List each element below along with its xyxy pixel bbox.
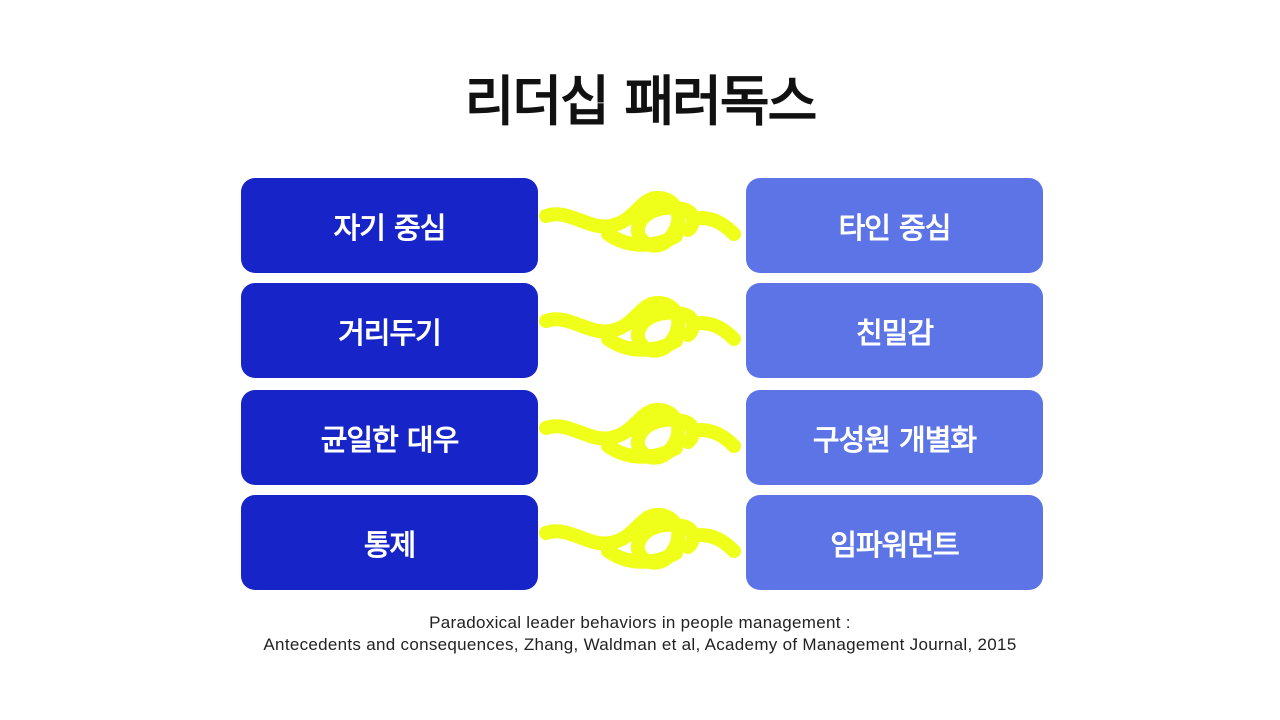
right-concept-label: 친밀감 — [855, 315, 934, 350]
citation-line-2: Antecedents and consequences, Zhang, Wal… — [263, 635, 1017, 654]
left-concept-box: 거리두기 — [241, 283, 538, 378]
left-concept-label: 거리두기 — [338, 315, 442, 350]
left-concept-box: 균일한 대우 — [241, 390, 538, 485]
citation-line-1: Paradoxical leader behaviors in people m… — [429, 613, 851, 632]
left-concept-box: 자기 중심 — [241, 178, 538, 273]
slide-title: 리더십 패러독스 — [464, 70, 818, 133]
knot-icon — [538, 178, 746, 273]
citation: Paradoxical leader behaviors in people m… — [0, 612, 1280, 656]
knot-icon — [538, 495, 746, 590]
left-concept-label: 균일한 대우 — [320, 422, 459, 457]
left-concept-label: 자기 중심 — [333, 210, 447, 245]
left-concept-label: 통제 — [363, 527, 416, 562]
right-concept-box: 타인 중심 — [746, 178, 1043, 273]
right-concept-box: 구성원 개별화 — [746, 390, 1043, 485]
knot-icon — [538, 283, 746, 378]
right-concept-label: 구성원 개별화 — [812, 422, 977, 457]
left-concept-box: 통제 — [241, 495, 538, 590]
right-concept-box: 임파워먼트 — [746, 495, 1043, 590]
knot-icon — [538, 390, 746, 485]
right-concept-label: 타인 중심 — [838, 210, 952, 245]
right-concept-box: 친밀감 — [746, 283, 1043, 378]
right-concept-label: 임파워먼트 — [830, 527, 959, 562]
